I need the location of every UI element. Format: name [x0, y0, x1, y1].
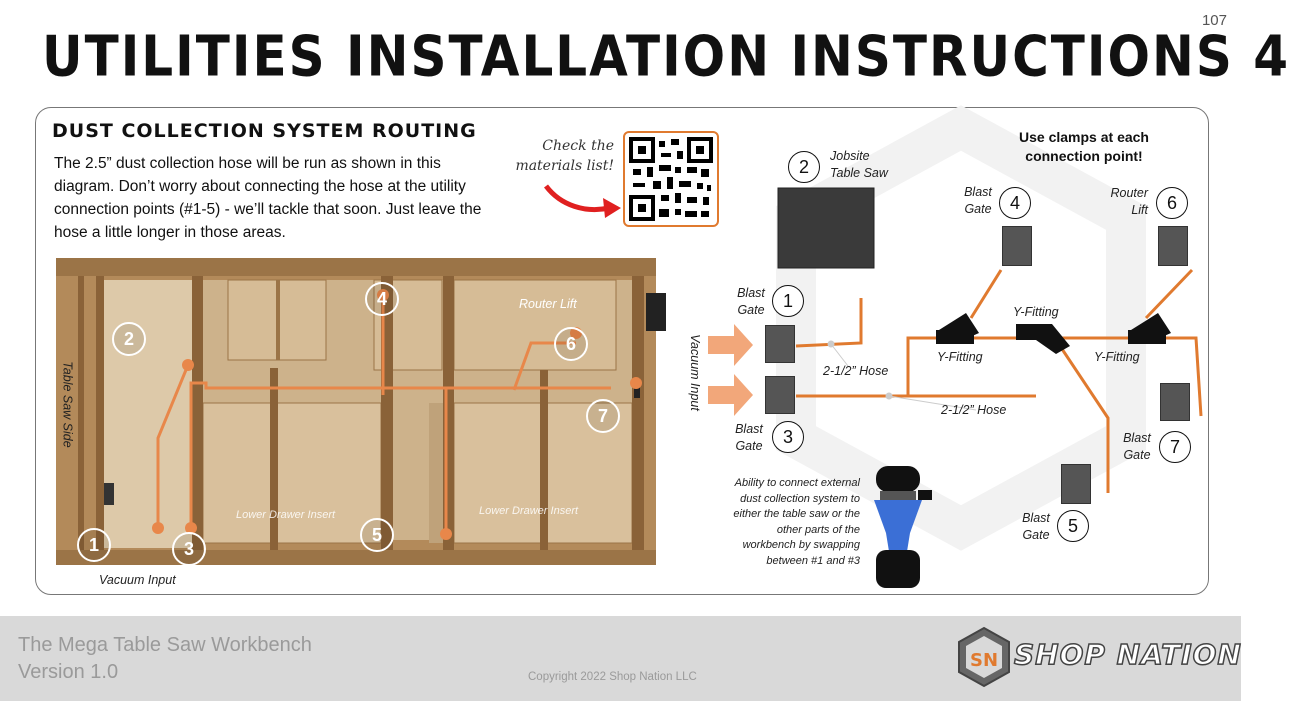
node-4-label: Blast Gate	[964, 185, 992, 216]
node-6-number: 6	[1156, 187, 1188, 219]
blast-gate-4	[1002, 226, 1032, 266]
node-5-number: 5	[1057, 510, 1089, 542]
node-1-label: Blast Gate	[737, 286, 765, 317]
router-lift-gate-6	[1158, 226, 1188, 266]
hose-label-1: 2-1/2” Hose	[823, 364, 889, 378]
blast-gate-3	[765, 376, 795, 414]
page-title: UTILITIES INSTALLATION INSTRUCTIONS 4	[42, 24, 1290, 89]
lower-drawer-label-left: Lower Drawer Insert	[236, 509, 336, 521]
blast-gate-5	[1061, 464, 1091, 504]
node-2-number: 2	[788, 151, 820, 183]
qr-code-icon[interactable]	[623, 131, 719, 227]
hose-schematic	[708, 187, 1203, 588]
shop-nation-hex-icon: SN	[958, 626, 1010, 688]
y-fitting-label-2: Y-Fitting	[1013, 305, 1059, 319]
node-3-number: 3	[772, 421, 804, 453]
footer-line-2: Version 1.0	[18, 661, 119, 683]
workbench-point-4: 4	[365, 282, 399, 316]
workbench-point-2: 2	[112, 322, 146, 356]
node-6-label: Router Lift	[1110, 186, 1148, 217]
vacuum-input-side-label: Vacuum Input	[687, 334, 702, 411]
workbench-point-5: 5	[360, 518, 394, 552]
workbench-point-7: 7	[586, 399, 620, 433]
lower-drawer-label-right: Lower Drawer Insert	[479, 505, 579, 517]
footer: The Mega Table Saw Workbench Version 1.0…	[0, 616, 1242, 701]
section-title: DUST COLLECTION SYSTEM ROUTING	[52, 120, 477, 142]
node-5-label: Blast Gate	[1022, 511, 1050, 542]
workbench-point-1: 1	[77, 528, 111, 562]
node-7-label: Blast Gate	[1123, 431, 1151, 462]
hose-label-2: 2-1/2” Hose	[941, 403, 1007, 417]
dust-collector-icon	[874, 466, 932, 588]
footer-title: The Mega Table Saw Workbench Version 1.0	[18, 632, 312, 686]
materials-note: Check the materials list!	[515, 138, 614, 174]
blast-gate-7	[1160, 383, 1190, 421]
copyright-text: Copyright 2022 Shop Nation LLC	[528, 671, 697, 683]
logo-wordmark: SHOP NATION	[1013, 637, 1242, 672]
workbench-point-3: 3	[172, 532, 206, 566]
node-2-label: Jobsite Table Saw	[830, 149, 888, 180]
shop-nation-logo: SN SHOP NATION	[956, 626, 1242, 690]
svg-text:SN: SN	[970, 650, 998, 671]
workbench-illustration	[56, 258, 666, 565]
node-4-number: 4	[999, 187, 1031, 219]
node-3-label: Blast Gate	[735, 422, 763, 453]
y-fitting-label-1: Y-Fitting	[937, 350, 983, 364]
content-panel: DUST COLLECTION SYSTEM ROUTING The 2.5” …	[35, 105, 1209, 595]
page-number: 107	[1201, 12, 1227, 29]
y-fitting-label-3: Y-Fitting	[1094, 350, 1140, 364]
clamp-note: Use clamps at each connection point!	[1019, 129, 1149, 164]
intro-text: The 2.5” dust collection hose will be ru…	[54, 155, 482, 241]
external-dust-note: Ability to connect external dust collect…	[733, 477, 860, 567]
table-saw-side-label: Table Saw Side	[60, 361, 75, 448]
blast-gate-1	[765, 325, 795, 363]
vacuum-input-label: Vacuum Input	[99, 573, 176, 587]
router-lift-label: Router Lift	[519, 297, 577, 311]
node-7-number: 7	[1159, 431, 1191, 463]
curved-arrow-icon	[544, 184, 621, 218]
workbench-point-6: 6	[554, 327, 588, 361]
footer-line-1: The Mega Table Saw Workbench	[18, 634, 312, 656]
node-1-number: 1	[772, 285, 804, 317]
